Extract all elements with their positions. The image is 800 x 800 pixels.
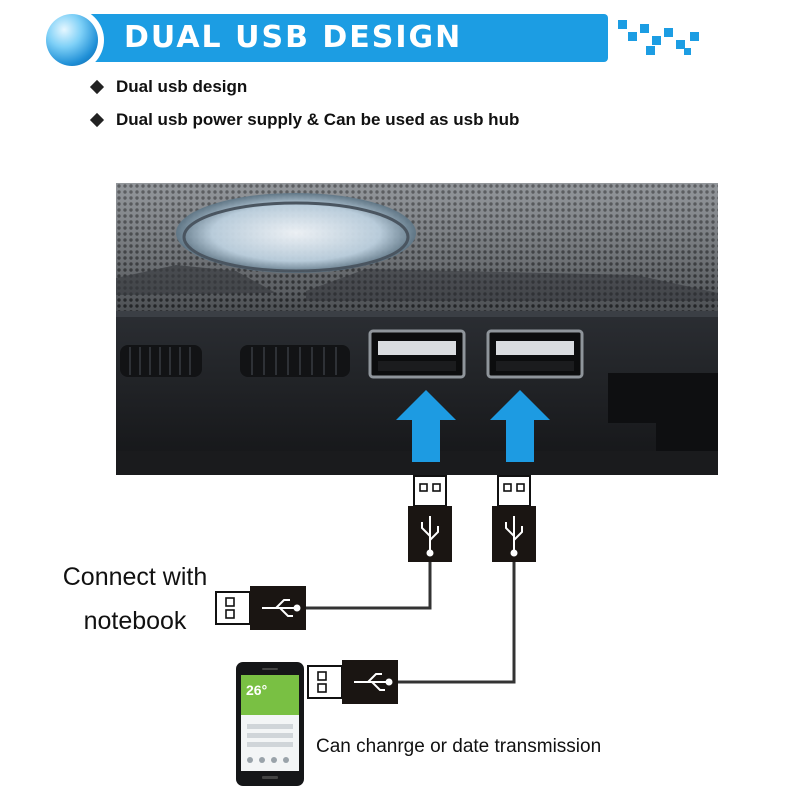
upload-arrow-icon [396,390,456,462]
usb-symbol-icon [421,516,439,557]
phone-caption: Can chanrge or date transmission [316,736,602,757]
usb-plug-vertical [492,475,536,562]
connect-caption-line: Connect with [62,563,208,591]
bullet-item: Dual usb design [89,76,248,98]
pixel-decoration [646,46,655,55]
pixel-decoration [640,24,649,33]
connect-caption: Connect with notebook [30,555,240,643]
pixel-decoration [690,32,699,41]
pixel-decoration [684,48,691,55]
pixel-decoration [664,28,673,37]
usb-plug-horizontal [307,660,398,704]
connect-caption-line: notebook [83,607,187,635]
pixel-decoration [618,20,627,29]
bullet-text: Dual usb design [116,77,248,96]
phone-temperature: 26° [246,682,268,698]
usb-cable [306,562,516,684]
usb-plug-vertical [408,475,452,562]
bullet-item: Dual usb power supply & Can be used as u… [89,109,520,131]
usb-symbol-icon [505,516,523,557]
upload-arrow-icon [490,390,550,462]
pixel-decoration [652,36,661,45]
bullet-text: Dual usb power supply & Can be used as u… [116,110,520,129]
page-title: DUAL USB DESIGN [124,20,463,55]
globe-orb-shine [46,14,98,66]
pixel-decoration [628,32,637,41]
usb-symbol-icon [262,599,301,617]
header-banner [48,14,608,62]
usb-plug-horizontal [215,586,306,630]
smartphone [236,662,304,786]
pixel-decoration [676,40,685,49]
usb-symbol-icon [354,673,393,691]
